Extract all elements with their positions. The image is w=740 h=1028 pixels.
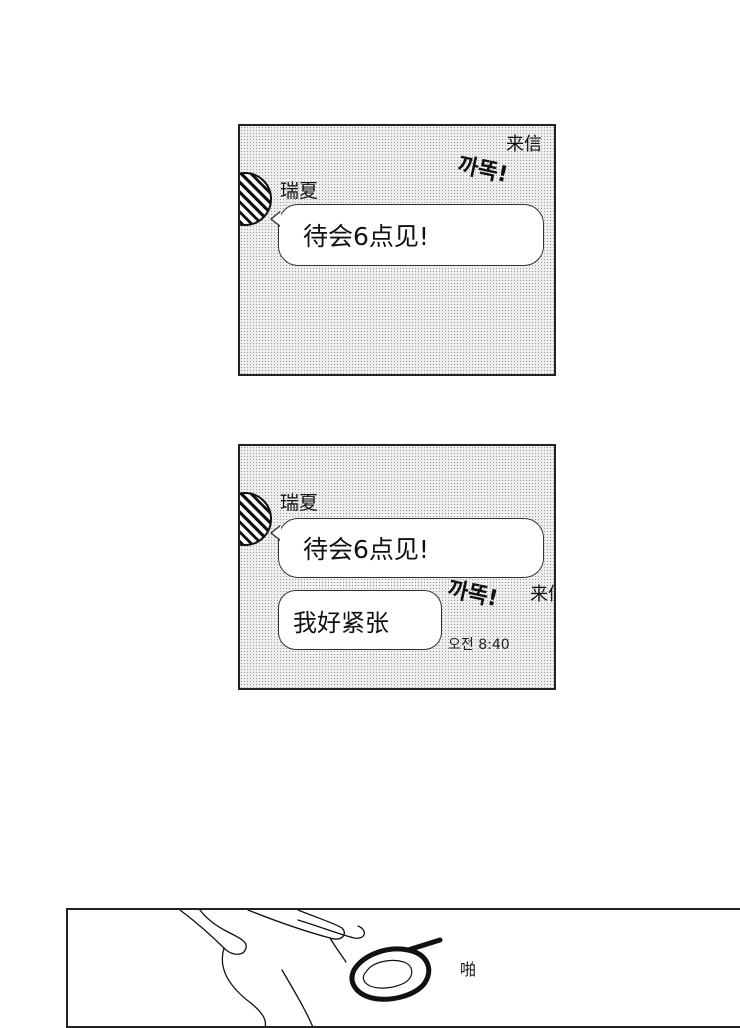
sound-effect-translation: 来信 xyxy=(530,584,554,605)
sender-name: 瑞夏 xyxy=(280,492,319,514)
notification-sound-effect: 까똑! xyxy=(455,152,511,188)
message-bubble: 待会6点见! xyxy=(270,204,544,266)
illustration-panel: 啪 xyxy=(66,908,740,1028)
message-bubble: 我好紧张 xyxy=(278,590,442,650)
sound-effect-translation: 来信 xyxy=(506,134,542,155)
message-text: 我好紧张 xyxy=(293,608,389,637)
message-text: 待会6点见! xyxy=(303,222,429,251)
avatar xyxy=(240,492,272,546)
sound-effect: 啪 xyxy=(460,960,477,979)
avatar xyxy=(240,172,272,226)
message-timestamp: 오전 8:40 xyxy=(448,637,510,653)
chat-panel-2: 瑞夏 待会6点见! 我好紧张 오전 8:40 까똑! 来信 xyxy=(238,444,556,690)
chat-panel-1: 瑞夏 待会6点见! 까똑! 来信 xyxy=(238,124,556,376)
sender-name: 瑞夏 xyxy=(280,180,319,202)
hand-and-glasses-drawing xyxy=(179,910,443,1026)
message-text: 待会6点见! xyxy=(303,535,429,564)
message-bubble: 待会6点见! xyxy=(270,518,544,578)
